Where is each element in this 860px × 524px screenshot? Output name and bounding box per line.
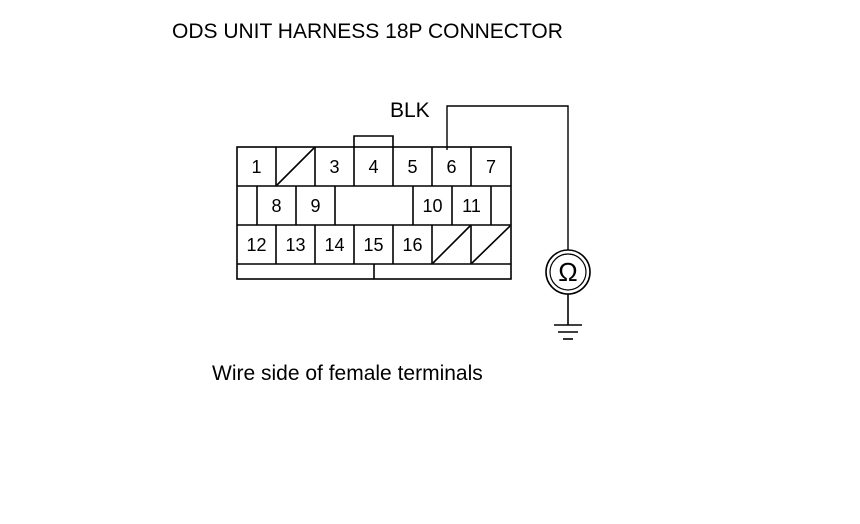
pin-label: 13 — [285, 235, 305, 255]
connector-lock-tab — [353, 135, 394, 147]
diagram-title: ODS UNIT HARNESS 18P CONNECTOR — [172, 20, 563, 43]
pin-label-6: 6 — [446, 157, 456, 177]
unused-cavity-mark — [276, 147, 315, 186]
pin-label: 14 — [324, 235, 344, 255]
unused-cavity-mark — [432, 225, 471, 264]
pin-label: 8 — [271, 196, 281, 216]
ohmmeter-icon: Ω — [545, 249, 591, 295]
wire-color-label: BLK — [390, 99, 430, 122]
pin-label: 15 — [363, 235, 383, 255]
connector-body — [236, 135, 512, 280]
pin-label: 5 — [407, 157, 417, 177]
pin-label: 1 — [251, 157, 261, 177]
unused-cavity-mark — [471, 225, 511, 264]
pin-label: 4 — [368, 157, 378, 177]
pin-label: 9 — [310, 196, 320, 216]
ohm-symbol: Ω — [558, 257, 577, 287]
pin-label: 12 — [246, 235, 266, 255]
diagram-caption: Wire side of female terminals — [212, 362, 483, 385]
pin-label: 3 — [329, 157, 339, 177]
pin-label: 11 — [462, 196, 481, 216]
pin-labels: 1 3 4 5 6 7 8 9 10 11 12 13 14 15 16 — [246, 157, 496, 255]
pin-label: 7 — [486, 157, 496, 177]
probe-wire — [446, 105, 569, 250]
ground-symbol-icon — [554, 294, 582, 340]
pin-label: 16 — [402, 235, 422, 255]
pin-label: 10 — [422, 196, 442, 216]
